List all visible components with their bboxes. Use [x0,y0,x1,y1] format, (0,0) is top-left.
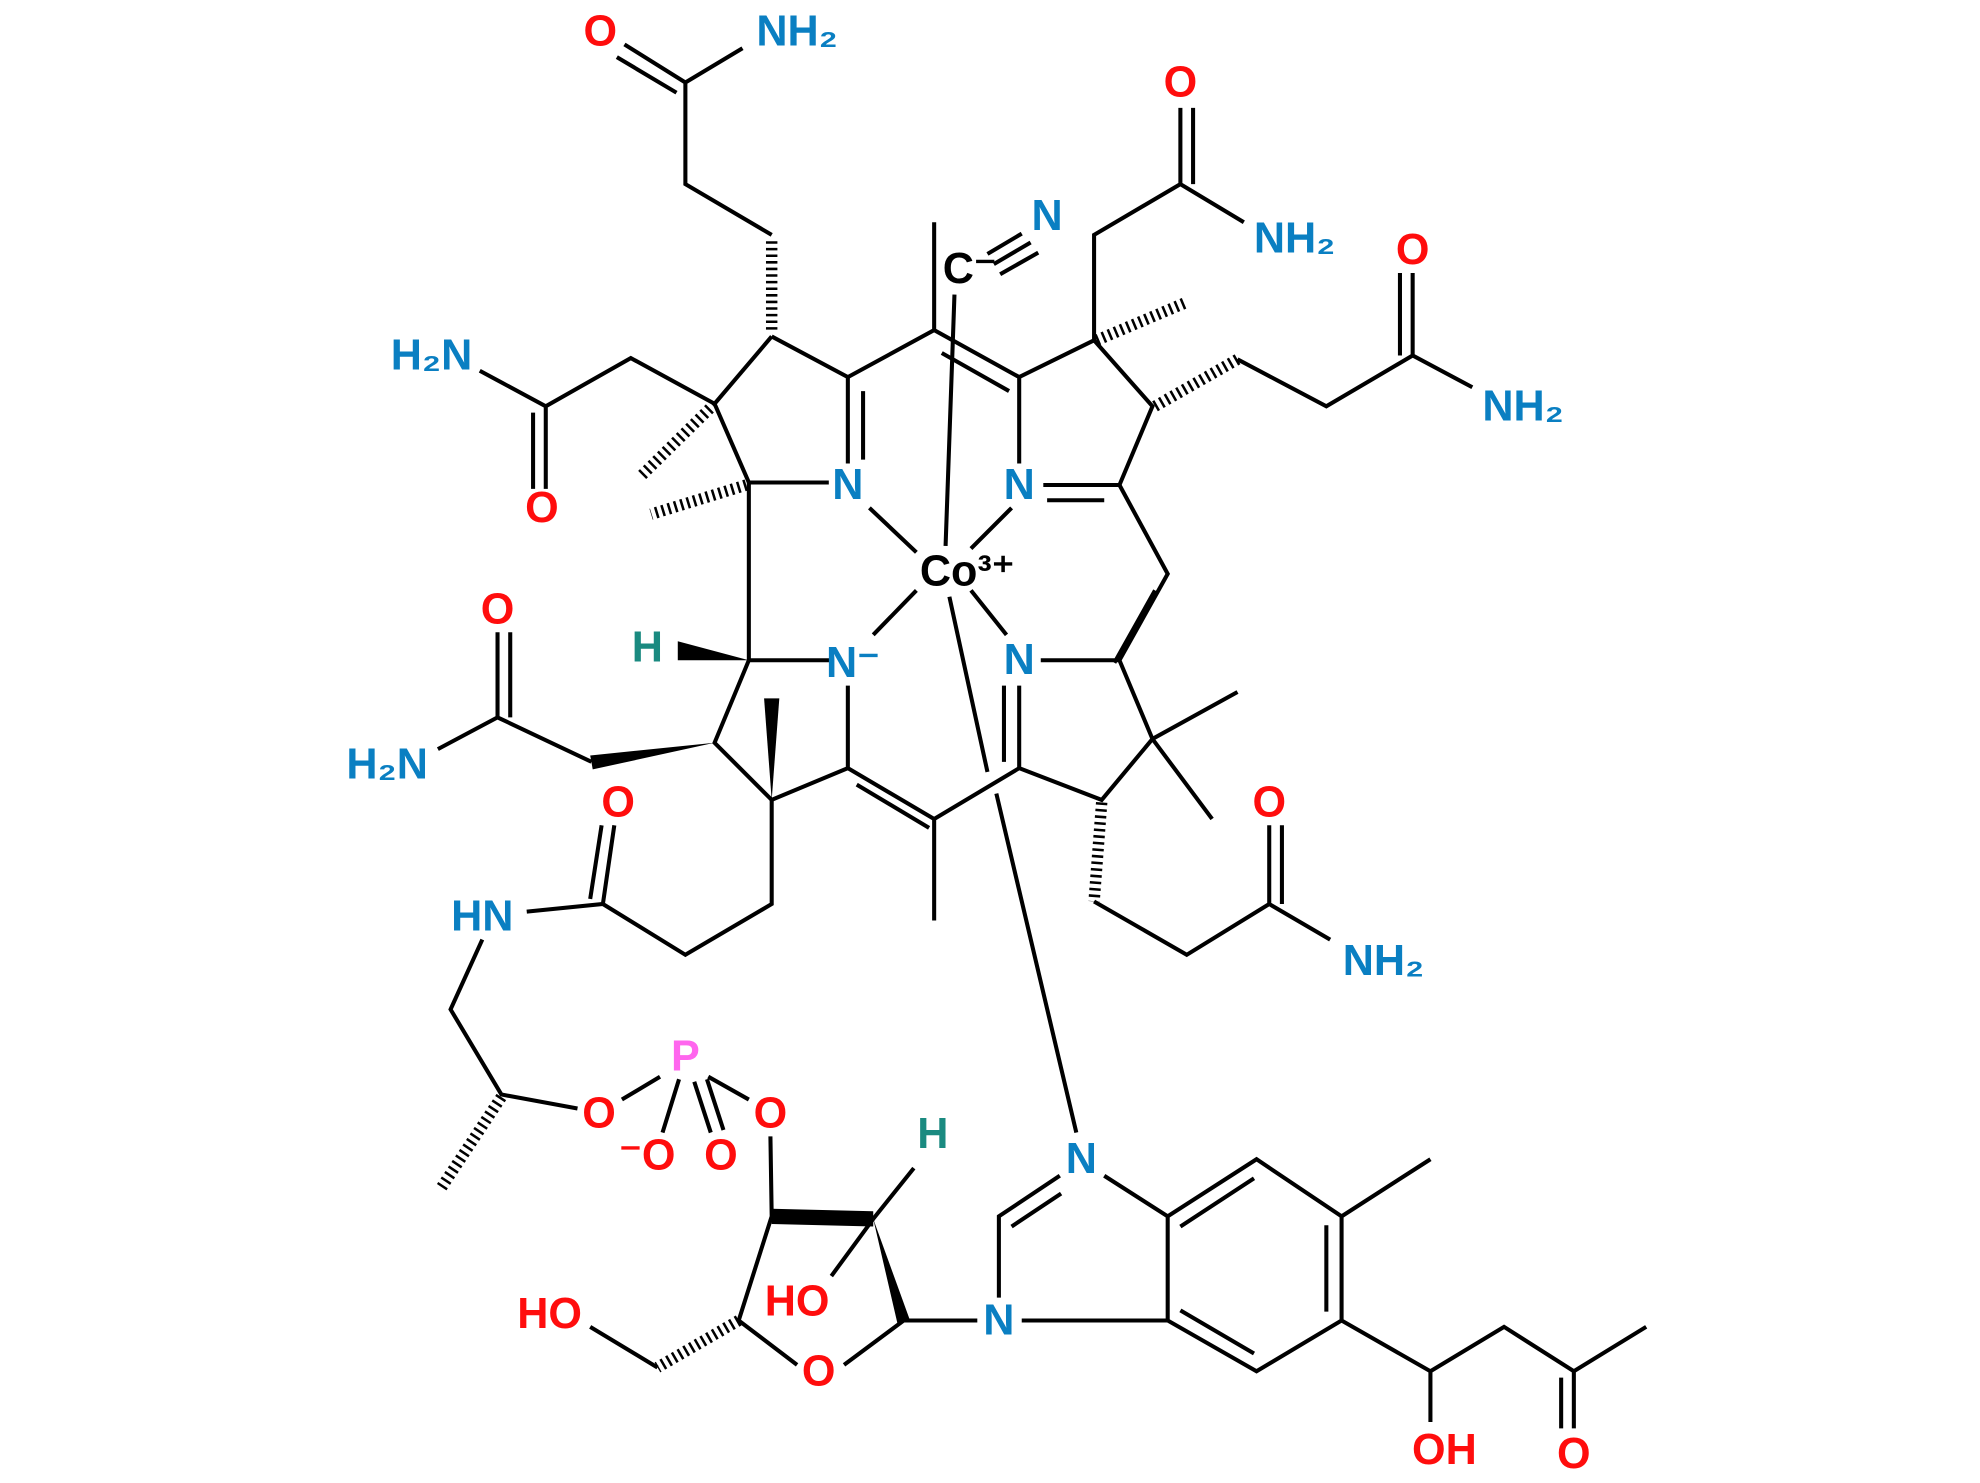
hashed-bond [1088,802,1108,902]
atom-label: C⁻ [943,245,997,293]
atom-label: O [601,778,635,826]
atom-label: O [754,1090,788,1138]
atom-label: O [525,484,559,532]
bond [448,799,774,1111]
atom-labels: O NH₂ H₂N O O NH₂ O NH₂ N N Co³⁺ C⁻ N H … [346,8,1590,1478]
atom-label: N [1004,636,1035,684]
atom-label: H [917,1110,948,1158]
bond [1236,272,1474,409]
atom-label: N⁻ [826,639,880,687]
hashed-bond [649,479,748,520]
atom-label: O [1164,59,1198,107]
bond [996,1156,1648,1429]
atom-label: NH₂ [1254,215,1336,263]
atom-label: O [704,1131,738,1179]
hashed-bond [1152,354,1241,412]
bond [1018,107,1245,503]
bond [589,1136,978,1370]
bond [1093,825,1332,958]
hashed-bond [436,1093,507,1191]
bond [846,222,1022,464]
wedge-bond [590,742,715,770]
atom-label: N [1004,461,1035,509]
bond [478,355,716,489]
atom-label: H [632,624,663,672]
coordination-bond [868,294,1079,1134]
atom-label: HN [451,893,513,941]
atom-label: NH₂ [756,8,838,56]
bond [436,632,593,764]
wedge-bond [764,698,780,800]
bonds [436,42,1648,1429]
atom-label: OH [1412,1426,1477,1474]
atom-label: N [983,1296,1014,1344]
atom-label: O [584,8,618,56]
atom-label: N [1032,192,1063,240]
atom-label: O [1252,778,1286,826]
atom-label: NH₂ [1482,382,1564,430]
atom-label: P [671,1032,700,1080]
triple-bond [986,231,1040,277]
bond [620,1074,750,1134]
wedge-bond [771,1208,874,1227]
atom-label: O [1396,226,1430,274]
atom-label: O [802,1347,836,1395]
wedge-bond [873,1218,911,1324]
atom-label: NH₂ [1343,937,1425,985]
atom-label: O [481,585,515,633]
bond [615,42,773,237]
atom-label: O [582,1090,616,1138]
cobalt-label: Co³⁺ [920,547,1015,595]
bond [1001,484,1239,821]
atom-label: N [832,461,863,509]
wedge-bond [677,641,749,661]
atom-label: ⁻O [619,1131,675,1179]
hashed-bond [1094,296,1189,346]
atom-label: HO [765,1277,830,1325]
atom-label: H₂N [346,740,428,788]
atom-label: N [1066,1135,1097,1183]
hashed-bond [654,1315,742,1373]
hashed-bond [636,399,719,481]
atom-label: O [1557,1430,1591,1478]
atom-label: H₂N [391,332,473,380]
atom-label: HO [517,1290,582,1338]
